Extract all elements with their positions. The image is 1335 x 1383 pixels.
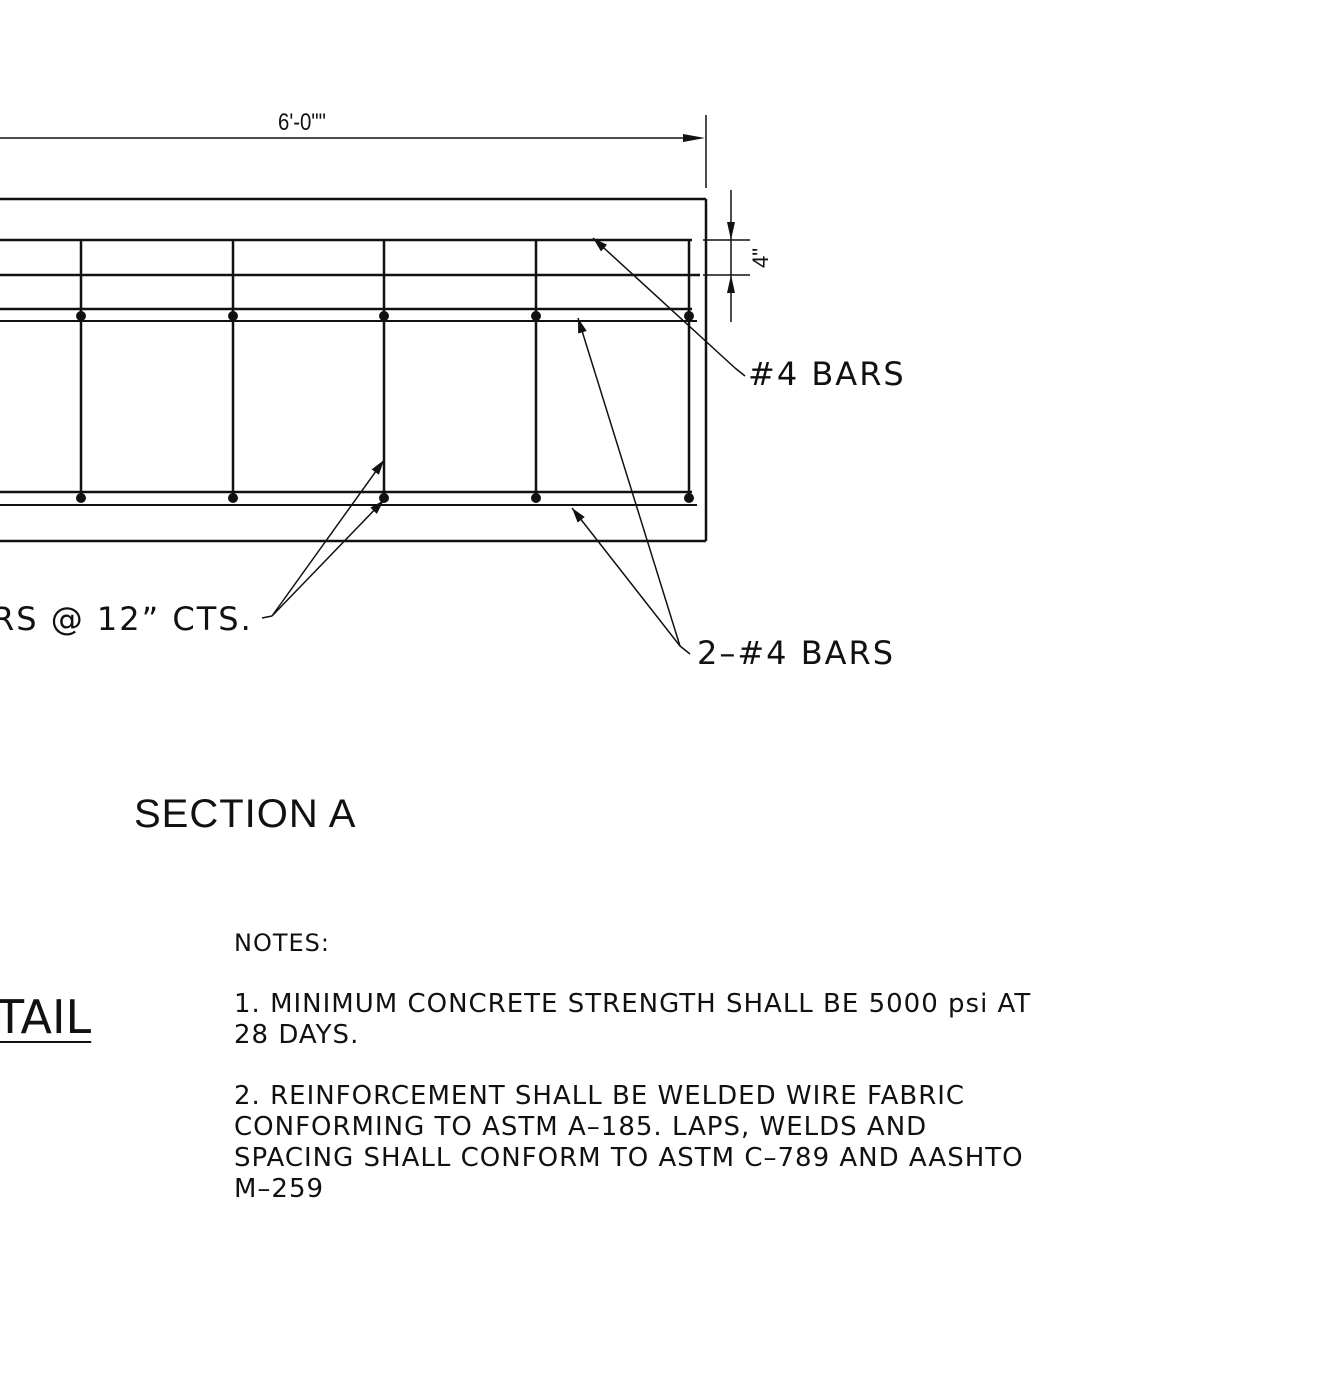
top-bars-leader: [592, 237, 746, 377]
section-title: SECTION A: [134, 792, 357, 836]
notes-heading: NOTES:: [234, 929, 330, 957]
width-dimension-label: 6'-0"": [278, 108, 326, 135]
stirrups-callout: RS @ 12” CTS.: [0, 600, 253, 638]
longitudinal-bars-callout: 2–#4 BARS: [697, 634, 895, 672]
width-dimension: [0, 115, 707, 188]
concrete-section-outline: [0, 197, 708, 543]
longitudinal-bars-leader: [571, 317, 691, 655]
detail-title: TAIL: [0, 990, 92, 1044]
cover-dimension: [703, 190, 750, 322]
note-2: 2. REINFORCEMENT SHALL BE WELDED WIRE FA…: [234, 1081, 1024, 1204]
stirrups: [79, 240, 691, 497]
bottom-mesh: [0, 490, 697, 506]
bar-dots: [76, 311, 694, 503]
notes-block: NOTES: 1. MINIMUM CONCRETE STRENGTH SHAL…: [234, 928, 1114, 1235]
note-1: 1. MINIMUM CONCRETE STRENGTH SHALL BE 50…: [234, 989, 1032, 1050]
top-mesh: [0, 238, 700, 322]
top-bars-callout: #4 BARS: [748, 355, 906, 393]
stirrups-leader: [261, 459, 385, 619]
cover-dimension-label: 4": [748, 248, 773, 268]
